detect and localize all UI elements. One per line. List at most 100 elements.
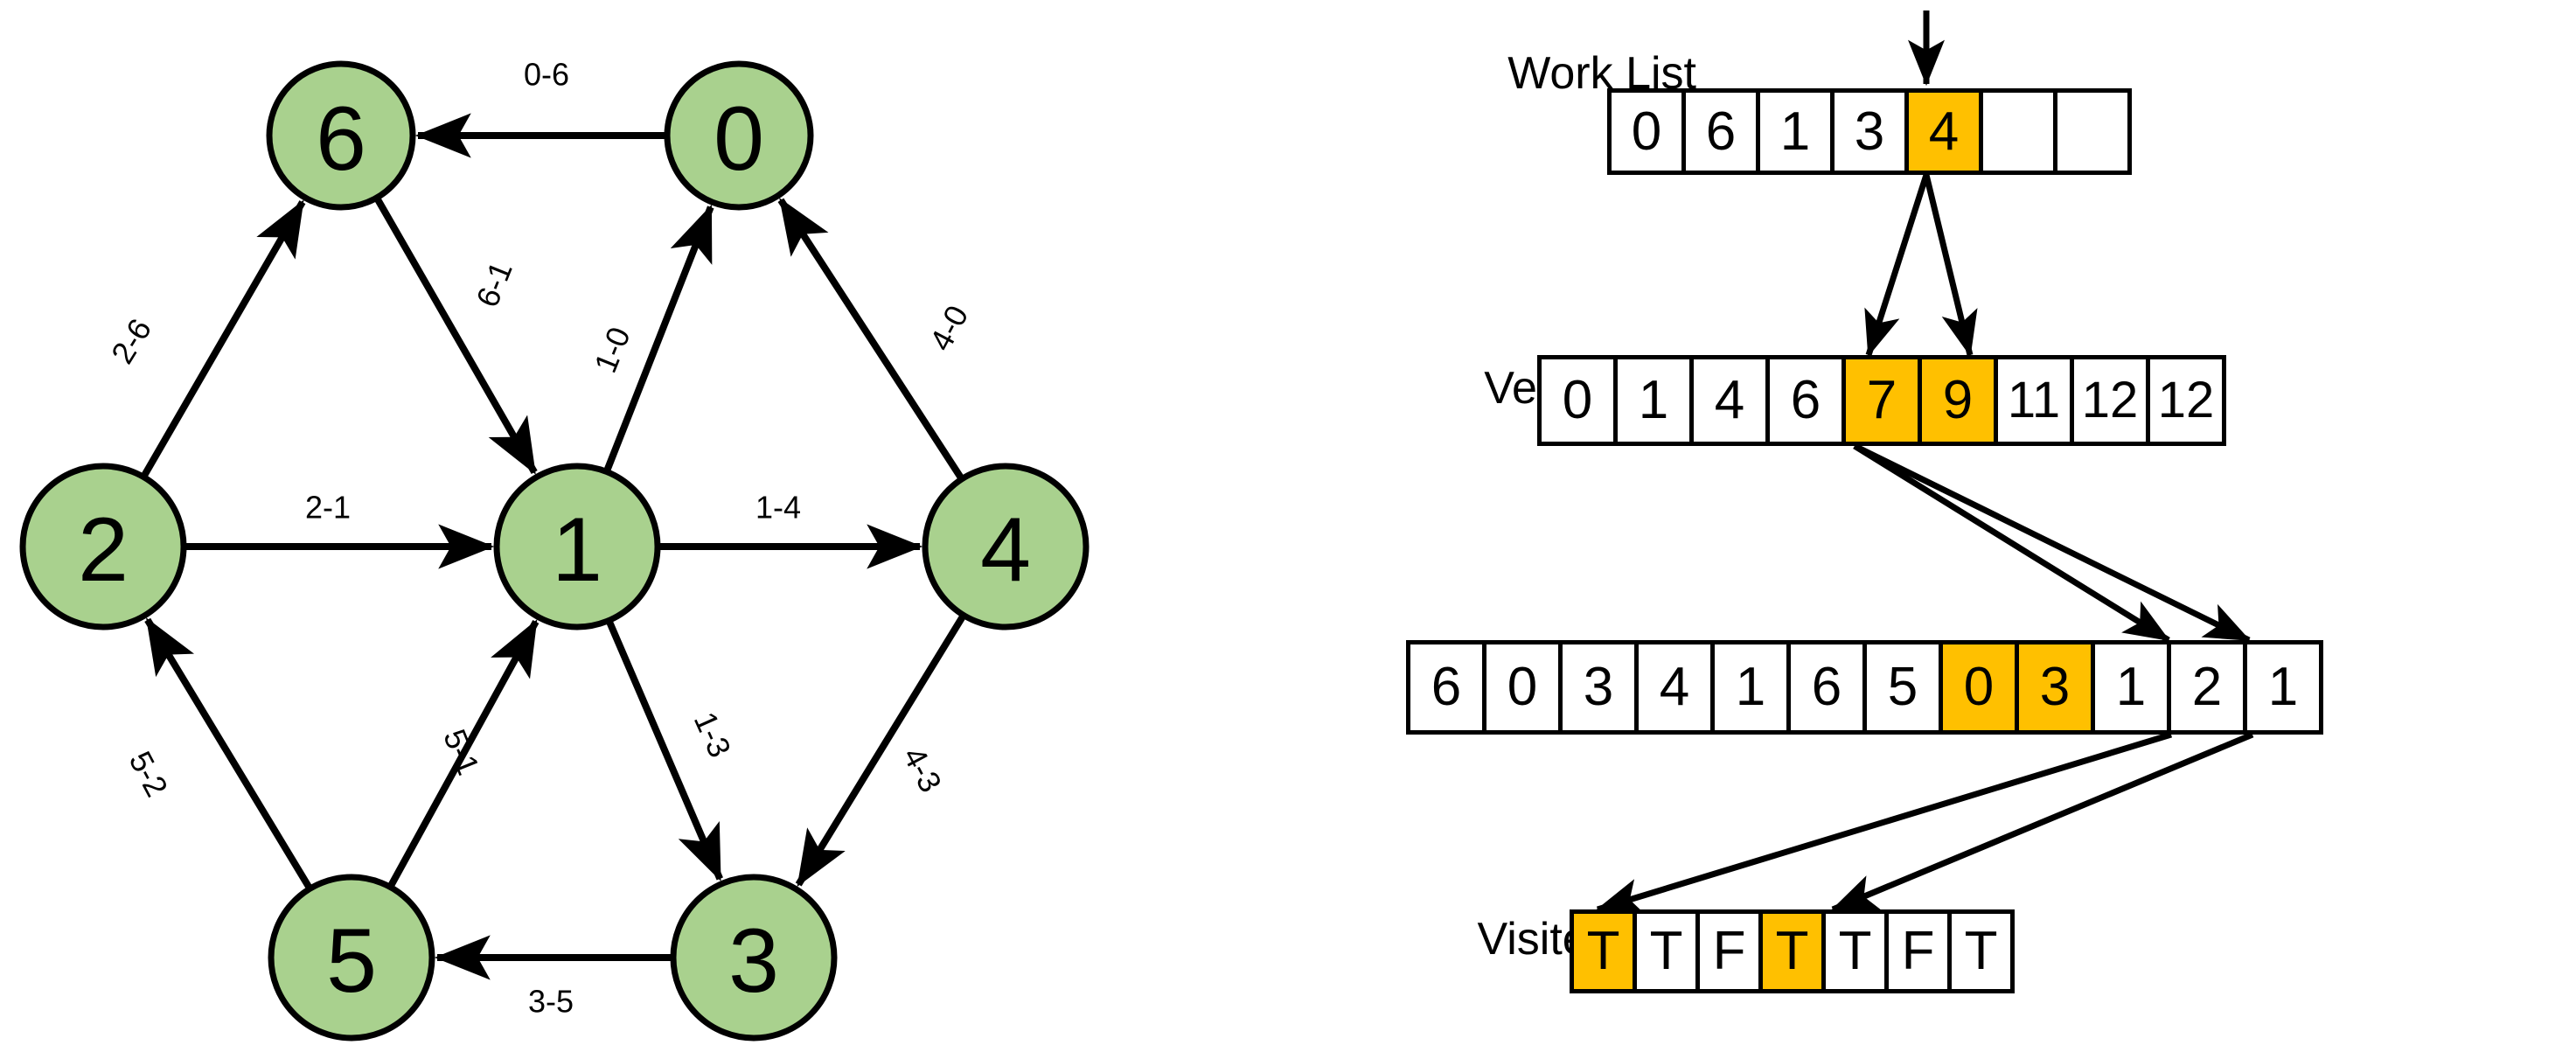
vertex-list-cell-5[interactable]: 9 — [1918, 355, 1998, 446]
edge-list-cell-9[interactable]: 1 — [2091, 640, 2171, 735]
work-list-cell-value-0: 0 — [1631, 101, 1662, 162]
vertex-list-cell-7[interactable]: 12 — [2070, 355, 2150, 446]
vertex-list-cell-value-3: 6 — [1790, 370, 1821, 430]
vertex-list-cell-1[interactable]: 1 — [1613, 355, 1694, 446]
work-list-cell-5[interactable] — [1979, 88, 2057, 175]
edge-list-cell-2[interactable]: 3 — [1558, 640, 1639, 735]
edge-label-5-1: 5-1 — [436, 724, 487, 780]
edge-list-cell-value-3: 4 — [1659, 657, 1690, 717]
vertex-list-cell-0[interactable]: 0 — [1537, 355, 1618, 446]
edge-list-cell-4[interactable]: 1 — [1710, 640, 1791, 735]
graph-node-label-2: 2 — [78, 499, 129, 601]
edge-list-cell-value-0: 6 — [1431, 657, 1462, 717]
arrow-vertex9-to-edge3 — [1853, 442, 2251, 644]
vertex-list-cell-8[interactable]: 12 — [2146, 355, 2226, 446]
graph-edge-2-6 — [140, 199, 306, 479]
vertex-list-cell-6[interactable]: 11 — [1994, 355, 2074, 446]
graph-edge-4-3 — [795, 613, 967, 888]
visited-list-cell-value-5: F — [1901, 921, 1935, 981]
edge-list-cell-8[interactable]: 3 — [2015, 640, 2095, 735]
edge-label-0-6: 0-6 — [524, 57, 569, 93]
visited-list-cell-value-4: T — [1838, 921, 1872, 981]
vertex-list-cell-value-5: 9 — [1942, 370, 1974, 430]
vertex-list-cell-value-0: 0 — [1562, 370, 1593, 430]
graph-node-circle-1 — [493, 463, 661, 631]
work-list-cell-value-4: 4 — [1928, 101, 1960, 162]
edge-label-2-6: 2-6 — [104, 312, 158, 370]
graph-node-5[interactable]: 5 — [268, 874, 435, 1042]
graph-node-label-5: 5 — [326, 910, 377, 1012]
edge-label-5-2: 5-2 — [122, 745, 176, 802]
graph-node-6[interactable]: 6 — [266, 60, 416, 211]
work-list-cell-1[interactable]: 6 — [1681, 88, 1760, 175]
vertex-list-cell-4[interactable]: 7 — [1841, 355, 1922, 446]
vertex-list-cell-2[interactable]: 4 — [1689, 355, 1770, 446]
graph-edge-5-2 — [144, 617, 313, 891]
edge-label-3-5: 3-5 — [528, 984, 574, 1020]
edge-list-cell-10[interactable]: 2 — [2167, 640, 2247, 735]
work-list-cell-value-2: 1 — [1779, 101, 1811, 162]
edge-list-cell-7[interactable]: 0 — [1939, 640, 2019, 735]
edge-list-cell-11[interactable]: 1 — [2243, 640, 2323, 735]
visited-list-cell-6[interactable]: T — [1947, 909, 2015, 993]
graph-node-label-6: 6 — [316, 88, 366, 190]
graph-node-circle-6 — [266, 60, 416, 211]
arrow-edge3-to-visited3 — [1831, 731, 2254, 913]
edge-label-1-0: 1-0 — [587, 322, 637, 378]
graph-node-3[interactable]: 3 — [670, 874, 838, 1042]
visited-list-cell-5[interactable]: F — [1884, 909, 1952, 993]
edge-list-cell-value-8: 3 — [2039, 657, 2071, 717]
edge-label-4-0: 4-0 — [922, 299, 976, 356]
visited-list-cell-0[interactable]: T — [1570, 909, 1637, 993]
graph-node-circle-0 — [664, 60, 814, 211]
graph-node-1[interactable]: 1 — [493, 463, 661, 631]
edge-list-cell-5[interactable]: 6 — [1786, 640, 1867, 735]
edge-list-cell-value-5: 6 — [1811, 657, 1842, 717]
graph-node-4[interactable]: 4 — [922, 463, 1090, 631]
edge-list-cell-1[interactable]: 0 — [1482, 640, 1563, 735]
vertex-list-cell-value-7: 12 — [2081, 372, 2139, 428]
work-list-cell-6[interactable] — [2053, 88, 2132, 175]
work-list-cell-value-3: 3 — [1854, 101, 1885, 162]
graph-edge-4-0 — [777, 198, 965, 482]
vertex-list-cell-3[interactable]: 6 — [1765, 355, 1846, 446]
visited-list-cell-4[interactable]: T — [1821, 909, 1889, 993]
edge-label-6-1: 6-1 — [469, 256, 519, 312]
edge-label-2-1: 2-1 — [305, 490, 351, 526]
graph-node-2[interactable]: 2 — [19, 463, 187, 631]
visited-list-cell-value-6: T — [1964, 921, 1998, 981]
arrow-work4-to-vertex9 — [1923, 174, 1978, 358]
graph-edge-1-0 — [602, 204, 714, 473]
graph-node-0[interactable]: 0 — [664, 60, 814, 211]
arrow-vertex7-to-edge0 — [1853, 443, 2170, 643]
visited-list-cell-2[interactable]: F — [1695, 909, 1763, 993]
edge-list-cell-value-6: 5 — [1887, 657, 1918, 717]
graph-node-circle-2 — [19, 463, 187, 631]
work-list-cell-0[interactable]: 0 — [1607, 88, 1686, 175]
edge-list-cell-value-4: 1 — [1735, 657, 1766, 717]
vertex-list-cell-value-8: 12 — [2157, 372, 2215, 428]
edge-label-1-3: 1-3 — [687, 707, 739, 763]
lists-connector-canvas — [1595, 10, 2254, 915]
work-list-cell-4[interactable]: 4 — [1904, 88, 1983, 175]
visited-list-cell-value-0: T — [1586, 921, 1620, 981]
graph-nodes: 0 6 2 1 4 5 3 — [19, 60, 1090, 1042]
edge-list-cell-0[interactable]: 6 — [1406, 640, 1486, 735]
work-list-cell-2[interactable]: 1 — [1756, 88, 1835, 175]
vertex-list-cell-value-1: 1 — [1638, 370, 1669, 430]
edge-list-cell-6[interactable]: 5 — [1862, 640, 1943, 735]
graph-edge-6-1 — [373, 196, 538, 475]
visited-list-cell-1[interactable]: T — [1633, 909, 1700, 993]
edge-list-cell-value-9: 1 — [2115, 657, 2147, 717]
graph-node-label-3: 3 — [728, 910, 779, 1012]
visited-list-cell-3[interactable]: T — [1758, 909, 1826, 993]
edge-list-cell-3[interactable]: 4 — [1634, 640, 1715, 735]
graph-node-circle-5 — [268, 874, 435, 1042]
visited-list-cell-value-1: T — [1649, 921, 1683, 981]
edge-list-cell-value-7: 0 — [1963, 657, 1995, 717]
work-list-cell-3[interactable]: 3 — [1830, 88, 1909, 175]
